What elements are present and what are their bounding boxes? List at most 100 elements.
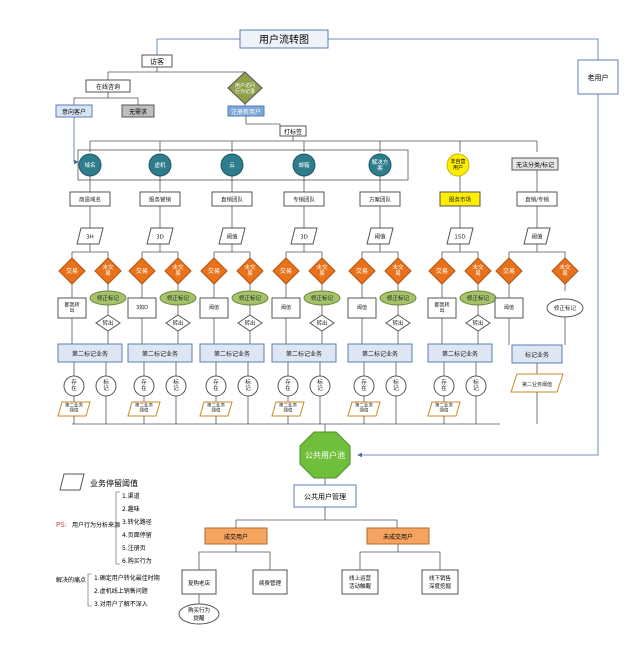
connector — [107, 67, 246, 80]
connector — [443, 396, 477, 424]
step-label: 阈值 — [357, 304, 367, 311]
threshold-shape — [76, 227, 104, 245]
no-category-box — [511, 157, 559, 171]
connector — [357, 94, 599, 458]
transfer-label: 转出 — [392, 319, 403, 327]
connector — [361, 251, 399, 258]
no-deal-label: 未交 — [472, 263, 484, 271]
legend-label: 业务停留阈值 — [90, 478, 138, 488]
category-container — [77, 149, 409, 181]
connector — [215, 362, 249, 376]
threshold-label: 阈值 — [374, 233, 386, 241]
exist-label: 在 — [361, 384, 367, 392]
deal-label: 交易 — [66, 267, 78, 275]
no-deal-label: 未交 — [392, 263, 404, 271]
team-label: 直销/专销 — [525, 196, 549, 204]
transfer-label: 转出 — [172, 319, 183, 327]
transfer-label: 转出 — [472, 319, 483, 327]
no-deal-label: 易 — [247, 270, 253, 277]
connector — [73, 362, 107, 376]
category-node-label: 云 — [229, 162, 235, 169]
step-label: 都我转 — [434, 301, 449, 308]
exist-label: 在 — [441, 384, 447, 392]
threshold-label: 15D — [454, 235, 465, 241]
second-threshold-shape — [510, 373, 564, 393]
no-deal-label: 易 — [319, 270, 325, 277]
category-layer: 域名虚机云邮箱解决方案 — [78, 153, 392, 177]
category-node-label: 虚机 — [154, 161, 166, 169]
connector — [73, 117, 79, 165]
repurchase-text: 复购老店 — [188, 579, 211, 587]
connector — [215, 396, 249, 424]
register-user-text: 注册新用户 — [231, 108, 261, 116]
second-threshold-label: 阈值 — [360, 406, 369, 413]
second-threshold-label: 第二业务 — [207, 402, 225, 409]
threshold-label: 阈值 — [531, 233, 543, 241]
step-label: 出 — [439, 307, 444, 314]
connector — [141, 251, 179, 258]
exist-label: 存 — [361, 378, 367, 386]
threshold-label: 3D — [156, 235, 164, 241]
undeal-users-text: 未成交用户 — [383, 533, 413, 541]
fix-mark-label: 修正标记 — [167, 294, 190, 302]
pain-item: 3.对用户了解不深入 — [94, 600, 148, 608]
business-box — [57, 343, 123, 363]
mark-label: 记 — [393, 385, 399, 392]
pains-list: 1.确定用户转化最佳时期 2.虚机线上销售问题 3.对用户了解不深入 — [94, 574, 160, 608]
online-ops-box — [341, 569, 379, 595]
deal-label: 交易 — [136, 267, 148, 275]
public-pool-text: 公共用户池 — [305, 450, 345, 460]
pain-item: 1.确定用户转化最佳时期 — [94, 574, 160, 582]
mark-label: 标 — [245, 378, 251, 386]
deal-label: 交易 — [208, 267, 220, 275]
exist-label: 在 — [71, 384, 77, 392]
business-box — [271, 343, 337, 363]
step-label: 出 — [69, 307, 74, 314]
mark-label: 标 — [173, 378, 179, 386]
title-text: 用户流转图 — [259, 33, 309, 46]
connector — [73, 396, 107, 424]
no-deal-label: 易 — [475, 270, 481, 277]
connector — [508, 251, 566, 258]
business-label: 第二标记业务 — [442, 350, 478, 358]
threshold-shape — [218, 227, 246, 245]
mark-label: 记 — [103, 385, 109, 392]
transfer-label: 转出 — [102, 319, 113, 327]
no-need-box — [121, 104, 155, 118]
deal-label: 交易 — [436, 267, 448, 275]
connector — [441, 251, 479, 258]
pain-item: 2.虚机线上销售问题 — [94, 587, 148, 595]
offline-deep-box — [421, 569, 459, 595]
category-node-label: 邮箱 — [298, 161, 310, 169]
no-deal-label: 易 — [395, 270, 401, 277]
business-label: 第二标记业务 — [214, 350, 250, 358]
business-label: 第二标记业务 — [142, 350, 178, 358]
business-label: 标记业务 — [525, 351, 549, 359]
renewal-box — [252, 569, 288, 595]
source-item: 1.渠道 — [122, 492, 140, 500]
second-threshold-label: 阈值 — [140, 406, 149, 413]
sources-bracket — [115, 491, 120, 565]
source-item: 2.趣味 — [122, 505, 140, 513]
mark-label: 标 — [473, 378, 479, 386]
deal-label: 交易 — [503, 267, 515, 275]
business-box — [199, 343, 265, 363]
connector — [287, 396, 321, 424]
non-target-text-2: 用户 — [453, 164, 463, 171]
connector — [245, 116, 281, 126]
connector — [235, 507, 398, 528]
renewal-text: 续费管理 — [259, 579, 282, 587]
connector — [443, 362, 477, 376]
deal-label: 交易 — [356, 267, 368, 275]
team-label: 服务市场 — [449, 196, 472, 204]
connector — [143, 396, 177, 424]
non-target-circle — [446, 153, 470, 177]
connector — [328, 38, 599, 60]
connector — [285, 251, 323, 258]
transfer-label: 转出 — [316, 319, 327, 327]
mark-label: 记 — [317, 385, 323, 392]
second-threshold-shape — [271, 401, 305, 417]
no-deal-label: 易 — [175, 270, 181, 277]
